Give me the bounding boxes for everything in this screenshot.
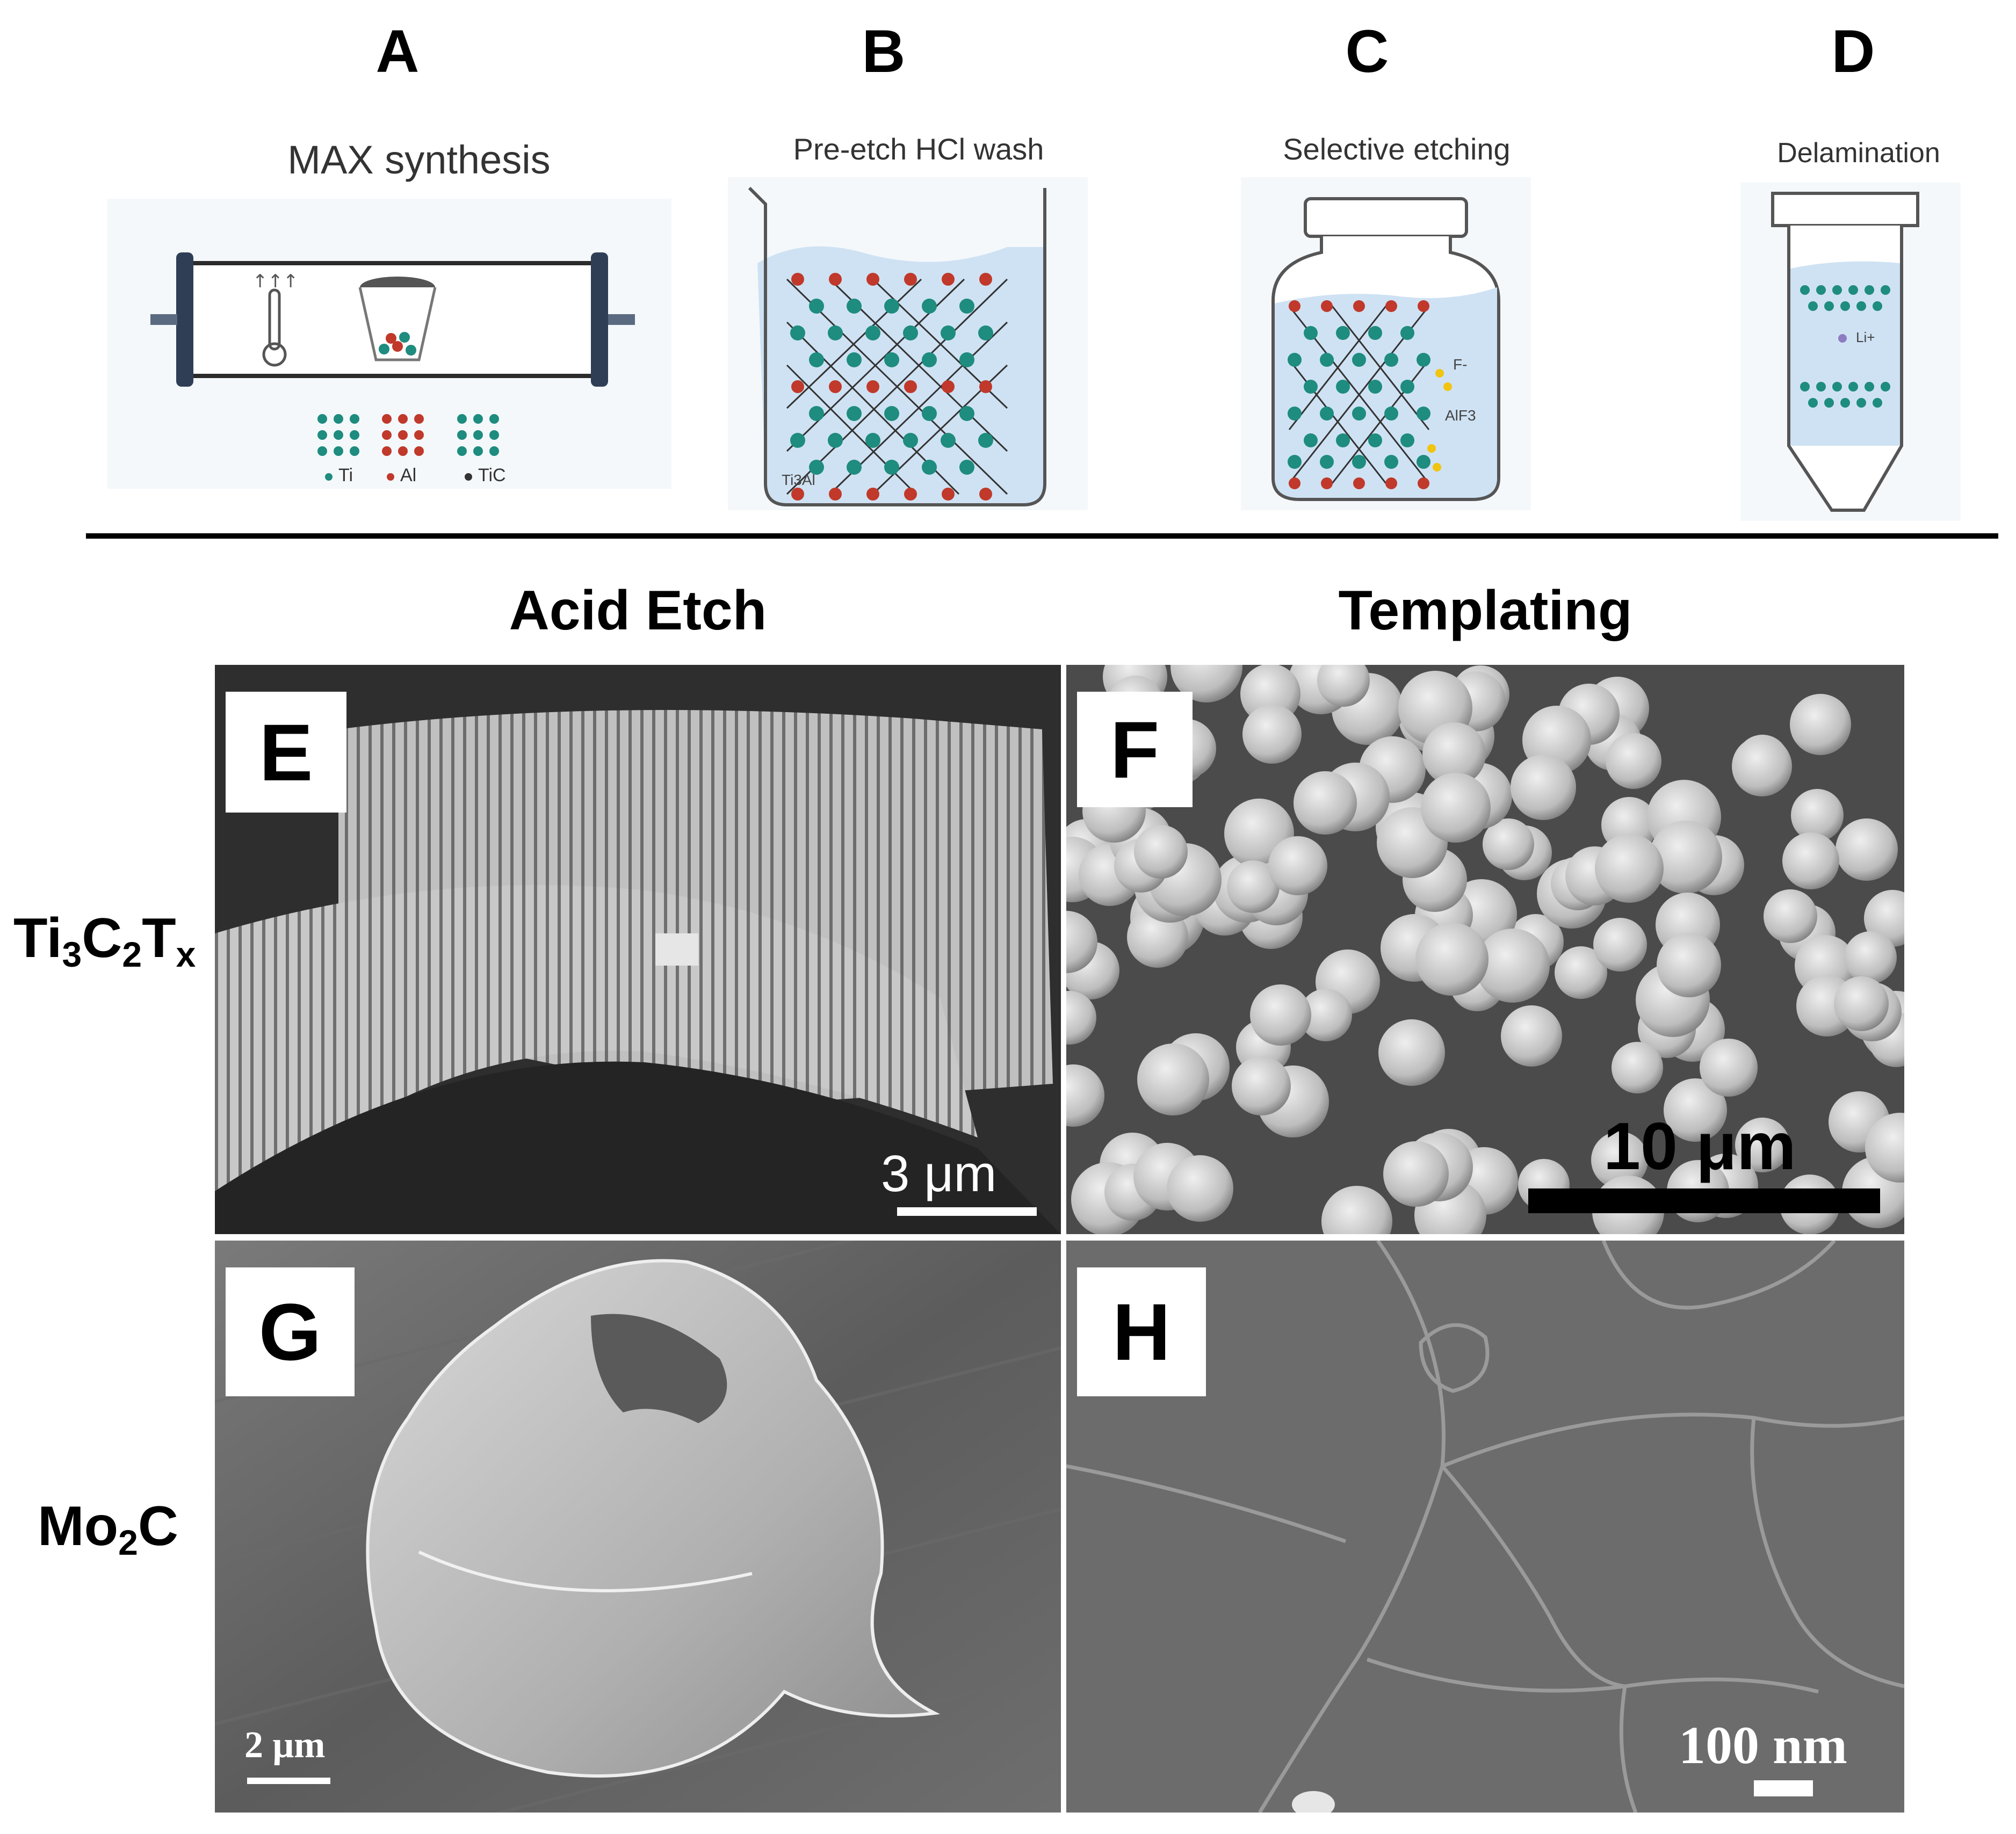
row1-subx: x bbox=[176, 934, 196, 974]
sem-panel-f: F 10 μm bbox=[1066, 665, 1904, 1234]
microsphere bbox=[1612, 1042, 1663, 1093]
microsphere bbox=[1268, 836, 1327, 895]
microsphere bbox=[1167, 1155, 1233, 1222]
step-caption-d: Delamination bbox=[1777, 137, 1940, 169]
scale-label-f: 10 μm bbox=[1603, 1110, 1796, 1184]
microsphere bbox=[1134, 825, 1188, 879]
microsphere bbox=[1649, 821, 1722, 894]
panel-letter-b: B bbox=[862, 18, 906, 85]
beaker-ti3al-label: Ti3Al bbox=[782, 472, 815, 488]
microsphere bbox=[1250, 984, 1311, 1046]
centrifuge-tube-diagram: Li+ bbox=[1740, 183, 1961, 521]
step-caption-c: Selective etching bbox=[1283, 132, 1511, 166]
legend-tic: TiC bbox=[478, 465, 506, 485]
scale-bar-e bbox=[897, 1207, 1037, 1216]
scale-label-g: 2 μm bbox=[244, 1724, 326, 1766]
tube-furnace-diagram: ↑↑↑ Ti Al TiC bbox=[107, 193, 671, 494]
microsphere bbox=[1593, 918, 1647, 972]
microsphere bbox=[1836, 818, 1898, 881]
microsphere bbox=[1299, 989, 1352, 1041]
svg-text:↑↑↑: ↑↑↑ bbox=[252, 271, 298, 292]
microsphere bbox=[1595, 834, 1664, 903]
sem-panel-g: G 2 μm bbox=[215, 1241, 1061, 1813]
microsphere bbox=[1476, 929, 1550, 1003]
microsphere bbox=[1790, 694, 1851, 755]
scale-bar-h bbox=[1754, 1780, 1813, 1796]
microsphere bbox=[1700, 1039, 1758, 1097]
column-header-templating: Templating bbox=[1338, 579, 1632, 642]
microsphere bbox=[1317, 665, 1370, 707]
microsphere bbox=[1137, 1043, 1209, 1115]
bottle-fluoride-label: F- bbox=[1453, 356, 1468, 373]
sem-panel-e: E 3 μm bbox=[215, 665, 1061, 1234]
microsphere bbox=[1066, 911, 1097, 973]
scale-label-h: 100 nm bbox=[1679, 1715, 1847, 1775]
microsphere bbox=[1415, 923, 1488, 996]
microsphere bbox=[1865, 1113, 1904, 1183]
tube-li-ion-label: Li+ bbox=[1856, 329, 1875, 345]
microsphere bbox=[1657, 933, 1721, 997]
microsphere bbox=[1378, 1019, 1445, 1086]
panel-letter-h: H bbox=[1077, 1267, 1206, 1396]
legend-al: Al bbox=[400, 465, 417, 485]
microsphere bbox=[1732, 736, 1792, 796]
microsphere bbox=[1501, 1005, 1562, 1067]
panel-letter-d: D bbox=[1831, 18, 1875, 85]
microsphere bbox=[1232, 1056, 1291, 1115]
microsphere bbox=[1764, 889, 1817, 943]
microsphere bbox=[1294, 771, 1357, 835]
bottle-alf3-label: AlF3 bbox=[1445, 407, 1476, 424]
row-header-ti3c2tx: Ti3C2Tx bbox=[13, 910, 196, 972]
microsphere bbox=[1735, 1118, 1790, 1172]
microsphere bbox=[1242, 705, 1302, 764]
microsphere bbox=[1066, 991, 1096, 1045]
row1-c: C bbox=[82, 907, 122, 969]
microsphere bbox=[1511, 755, 1576, 820]
microsphere bbox=[1383, 1141, 1449, 1207]
panel-letter-e: E bbox=[226, 692, 346, 813]
microsphere bbox=[1422, 722, 1486, 786]
microsphere bbox=[1421, 773, 1491, 843]
microsphere bbox=[1066, 1064, 1104, 1127]
row1-sub2: 2 bbox=[122, 934, 142, 974]
panel-letter-a: A bbox=[375, 18, 420, 85]
row-header-mo2c: Mo2C bbox=[38, 1498, 178, 1560]
row2-sub2: 2 bbox=[118, 1523, 138, 1562]
panel-letter-g: G bbox=[226, 1267, 355, 1396]
column-header-acid-etch: Acid Etch bbox=[509, 579, 767, 642]
sem-panel-h: H 100 nm bbox=[1066, 1241, 1904, 1813]
microsphere bbox=[1591, 1132, 1648, 1188]
step-caption-a: MAX synthesis bbox=[287, 137, 551, 182]
microsphere bbox=[1782, 832, 1839, 889]
beaker-diagram: Ti3Al bbox=[728, 172, 1088, 516]
bottle-diagram: F- AlF3 bbox=[1241, 177, 1531, 510]
row2-c: C bbox=[138, 1495, 178, 1557]
step-caption-b: Pre-etch HCl wash bbox=[793, 132, 1044, 166]
row1-ti: Ti bbox=[13, 907, 62, 969]
panel-letter-f: F bbox=[1077, 692, 1193, 807]
microsphere bbox=[1555, 946, 1607, 999]
scale-bar-g bbox=[247, 1778, 330, 1784]
row2-mo: Mo bbox=[38, 1495, 119, 1557]
microsphere bbox=[1664, 1078, 1727, 1142]
microsphere bbox=[1834, 976, 1889, 1031]
scale-label-e: 3 μm bbox=[881, 1145, 997, 1202]
microsphere bbox=[1791, 789, 1844, 842]
microsphere bbox=[1606, 733, 1661, 789]
row1-t: T bbox=[142, 907, 176, 969]
row1-sub3: 3 bbox=[62, 934, 82, 974]
legend-ti: Ti bbox=[338, 465, 353, 485]
scale-bar-f bbox=[1528, 1188, 1880, 1213]
microsphere bbox=[1321, 1186, 1392, 1234]
microsphere bbox=[1227, 860, 1280, 913]
microsphere bbox=[1844, 931, 1897, 984]
section-divider bbox=[86, 533, 1998, 539]
panel-letter-c: C bbox=[1345, 18, 1389, 85]
microsphere bbox=[1483, 818, 1534, 870]
